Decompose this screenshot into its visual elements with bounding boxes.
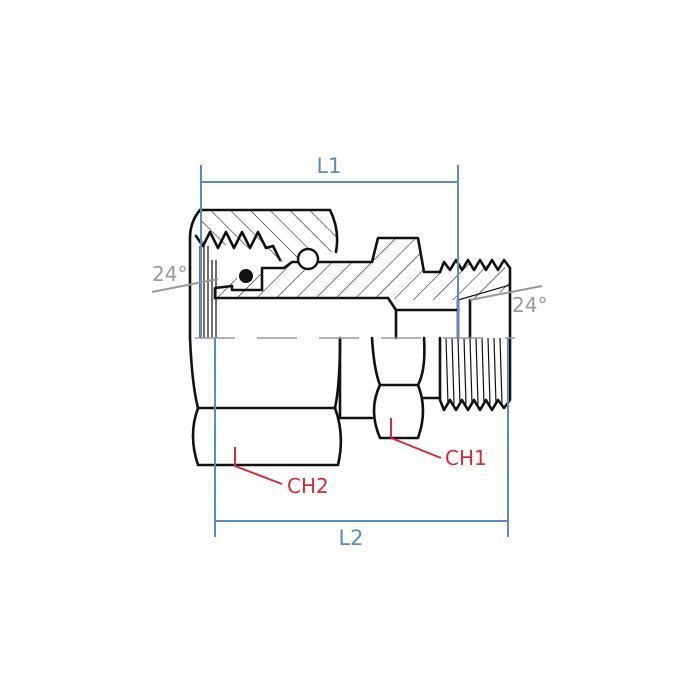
ch1-hex: [338, 336, 442, 440]
callout-label-ch2: CH2: [287, 474, 329, 498]
thread-lines-left: [199, 246, 217, 338]
angle-label-right: 24°: [512, 293, 547, 317]
dimension-label-l2: L2: [338, 526, 363, 550]
nut-outline: [188, 208, 343, 467]
callout-label-ch1: CH1: [445, 446, 487, 470]
angle-label-left: 24°: [152, 262, 187, 286]
dimension-l1: L1: [200, 154, 459, 338]
retaining-ring-icon: [296, 247, 320, 271]
callout-ch1: CH1: [390, 418, 487, 470]
section-view: [200, 210, 510, 300]
male-thread-lower: [438, 336, 512, 412]
angle-right: 24°: [469, 285, 547, 317]
angle-left: 24°: [151, 262, 219, 293]
callout-ch2: CH2: [234, 447, 329, 498]
seal-ring-icon: [239, 269, 253, 283]
dimension-label-l1: L1: [316, 154, 341, 178]
dimension-l2: L2: [214, 338, 509, 550]
